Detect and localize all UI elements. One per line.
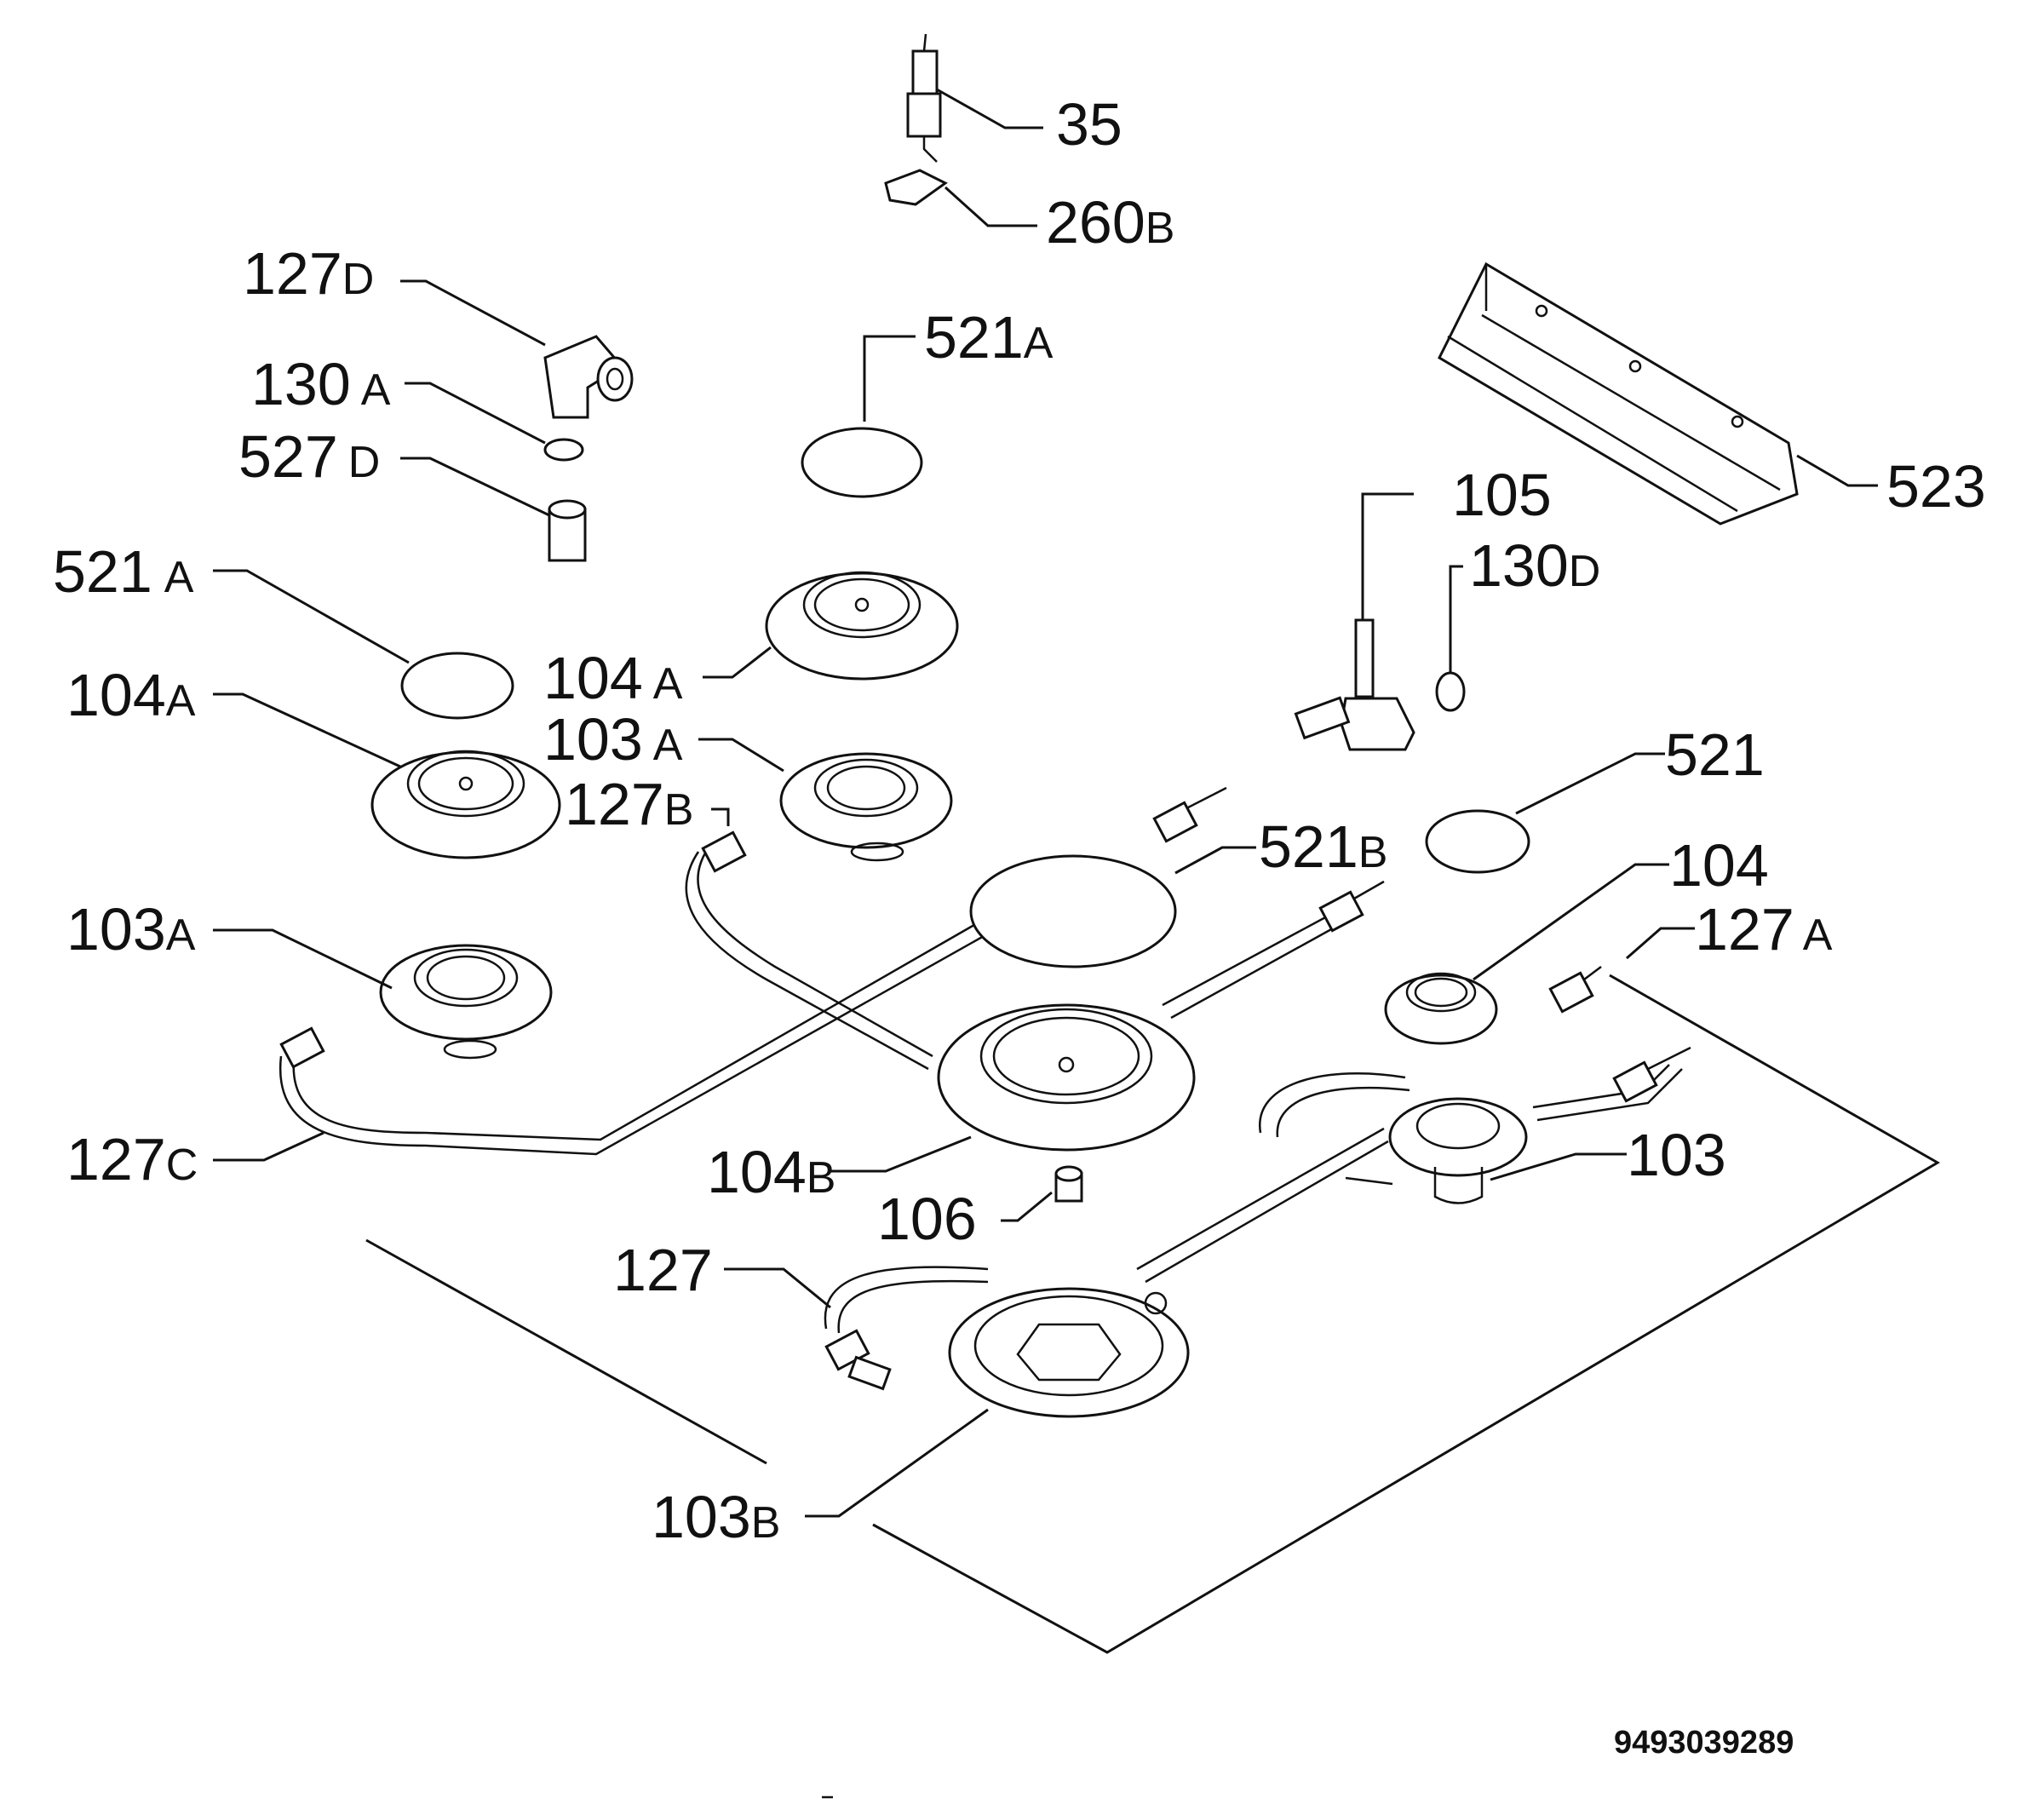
callout-521: 521 — [1665, 721, 1765, 788]
burner-104b — [937, 1003, 1196, 1152]
callout-523: 523 — [1886, 453, 1986, 520]
burner-104a-mid — [765, 571, 959, 681]
callout-103: 103 — [1627, 1122, 1726, 1188]
document-number: 9493039289 — [1614, 1725, 1794, 1761]
union-527d — [548, 499, 587, 562]
callout-103b: 103B — [652, 1484, 780, 1550]
burner-104a-left — [370, 750, 561, 859]
callout-105: 105 — [1452, 462, 1552, 528]
bracket-523 — [1438, 261, 1799, 526]
callout-104b: 104B — [707, 1139, 835, 1205]
injector-106 — [1054, 1165, 1083, 1203]
burner-base-103b — [948, 1287, 1190, 1418]
igniter-35 — [906, 33, 942, 163]
callout-127c: 127C — [66, 1126, 198, 1192]
callout-127d: 127D — [243, 240, 374, 307]
callout-130d: 130D — [1469, 532, 1600, 599]
callout-127b: 127B — [565, 771, 693, 837]
burner-104 — [1384, 972, 1498, 1045]
callout-127: 127 — [613, 1237, 713, 1303]
gas-pipes — [278, 847, 1683, 1334]
callout-521b: 521B — [1259, 813, 1387, 880]
cap-521a-left — [400, 652, 514, 720]
callout-103a-left: 103A — [66, 896, 196, 962]
cap-521a-top — [801, 427, 923, 498]
clip-260b — [884, 169, 948, 206]
pipe-fittings — [279, 786, 1691, 1391]
cap-521 — [1425, 809, 1530, 874]
burner-base-103a-mid — [779, 752, 953, 862]
washer-130a — [543, 438, 584, 462]
elbow-127d — [543, 335, 634, 419]
burner-base-103a-left — [379, 944, 553, 1060]
valve-105 — [1294, 618, 1415, 751]
callout-260b: 260B — [1046, 189, 1174, 256]
callout-35: 35 — [1056, 91, 1122, 158]
washer-130d — [1435, 671, 1466, 712]
burner-base-103 — [1388, 1097, 1528, 1204]
callout-521a-top: 521A — [924, 304, 1054, 371]
hob-frame-outline — [365, 974, 1940, 1654]
callout-106: 106 — [877, 1186, 977, 1252]
callout-104: 104 — [1669, 832, 1769, 899]
cap-521b — [969, 854, 1177, 968]
leader-lines — [213, 88, 1878, 1518]
callout-104a-left: 104A — [66, 662, 196, 728]
